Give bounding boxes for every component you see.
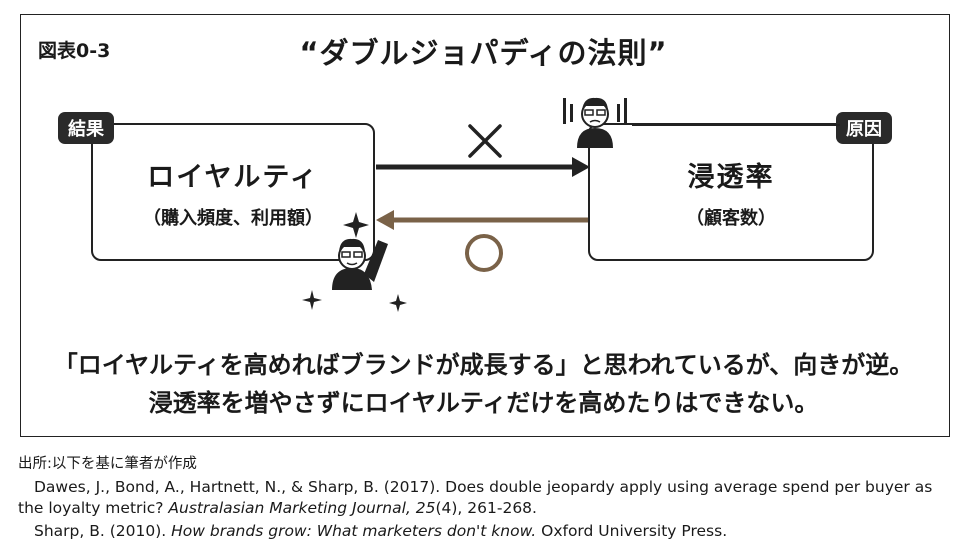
reference-2-title: How brands grow: What marketers don't kn… <box>171 522 537 540</box>
reference-1-text: Dawes, J., Bond, A., Hartnett, N., & Sha… <box>18 478 933 517</box>
reference-1: Dawes, J., Bond, A., Hartnett, N., & Sha… <box>18 477 953 519</box>
cause-tag: 原因 <box>836 112 892 144</box>
correct-direction-arrow <box>376 210 588 230</box>
loyalty-subtitle: （購入頻度、利用額） <box>143 208 323 229</box>
penetration-title: 浸透率 <box>687 162 775 193</box>
message-line-2: 浸透率を増やさずにロイヤルティだけを高めたりはできない。 <box>148 389 819 417</box>
circle-mark-icon <box>465 234 503 272</box>
reference-2-publisher: Oxford University Press. <box>536 522 728 540</box>
sparkle-icon <box>302 290 322 310</box>
loyalty-title: ロイヤルティ <box>147 162 319 193</box>
message-line-1: 「ロイヤルティを高めればブランドが成長する」と思われているが、向きが逆。 <box>53 351 914 379</box>
sparkle-icon <box>389 294 407 312</box>
source-label: 出所:以下を基に筆者が作成 <box>18 456 197 472</box>
reference-2-author: Sharp, B. (2010). <box>34 522 172 540</box>
loyalty-box: ロイヤルティ （購入頻度、利用額） <box>91 123 375 261</box>
penetration-subtitle: （顧客数） <box>686 208 776 229</box>
cross-mark-icon <box>468 124 502 158</box>
sparkle-icon <box>343 212 369 238</box>
reference-1-issue: (4), 261-268. <box>435 499 537 517</box>
result-tag: 結果 <box>58 112 114 144</box>
figure-frame <box>20 14 950 437</box>
wrong-direction-arrow <box>376 157 590 177</box>
reference-2: Sharp, B. (2010). How brands grow: What … <box>34 521 967 542</box>
reference-1-journal: Australasian Marketing Journal, 25 <box>168 499 436 517</box>
troubled-person-icon <box>563 97 627 148</box>
cheering-person-icon <box>332 238 388 290</box>
figure-number: 図表0-3 <box>38 40 111 62</box>
figure-title: “ダブルジョパディの法則” <box>299 36 668 70</box>
